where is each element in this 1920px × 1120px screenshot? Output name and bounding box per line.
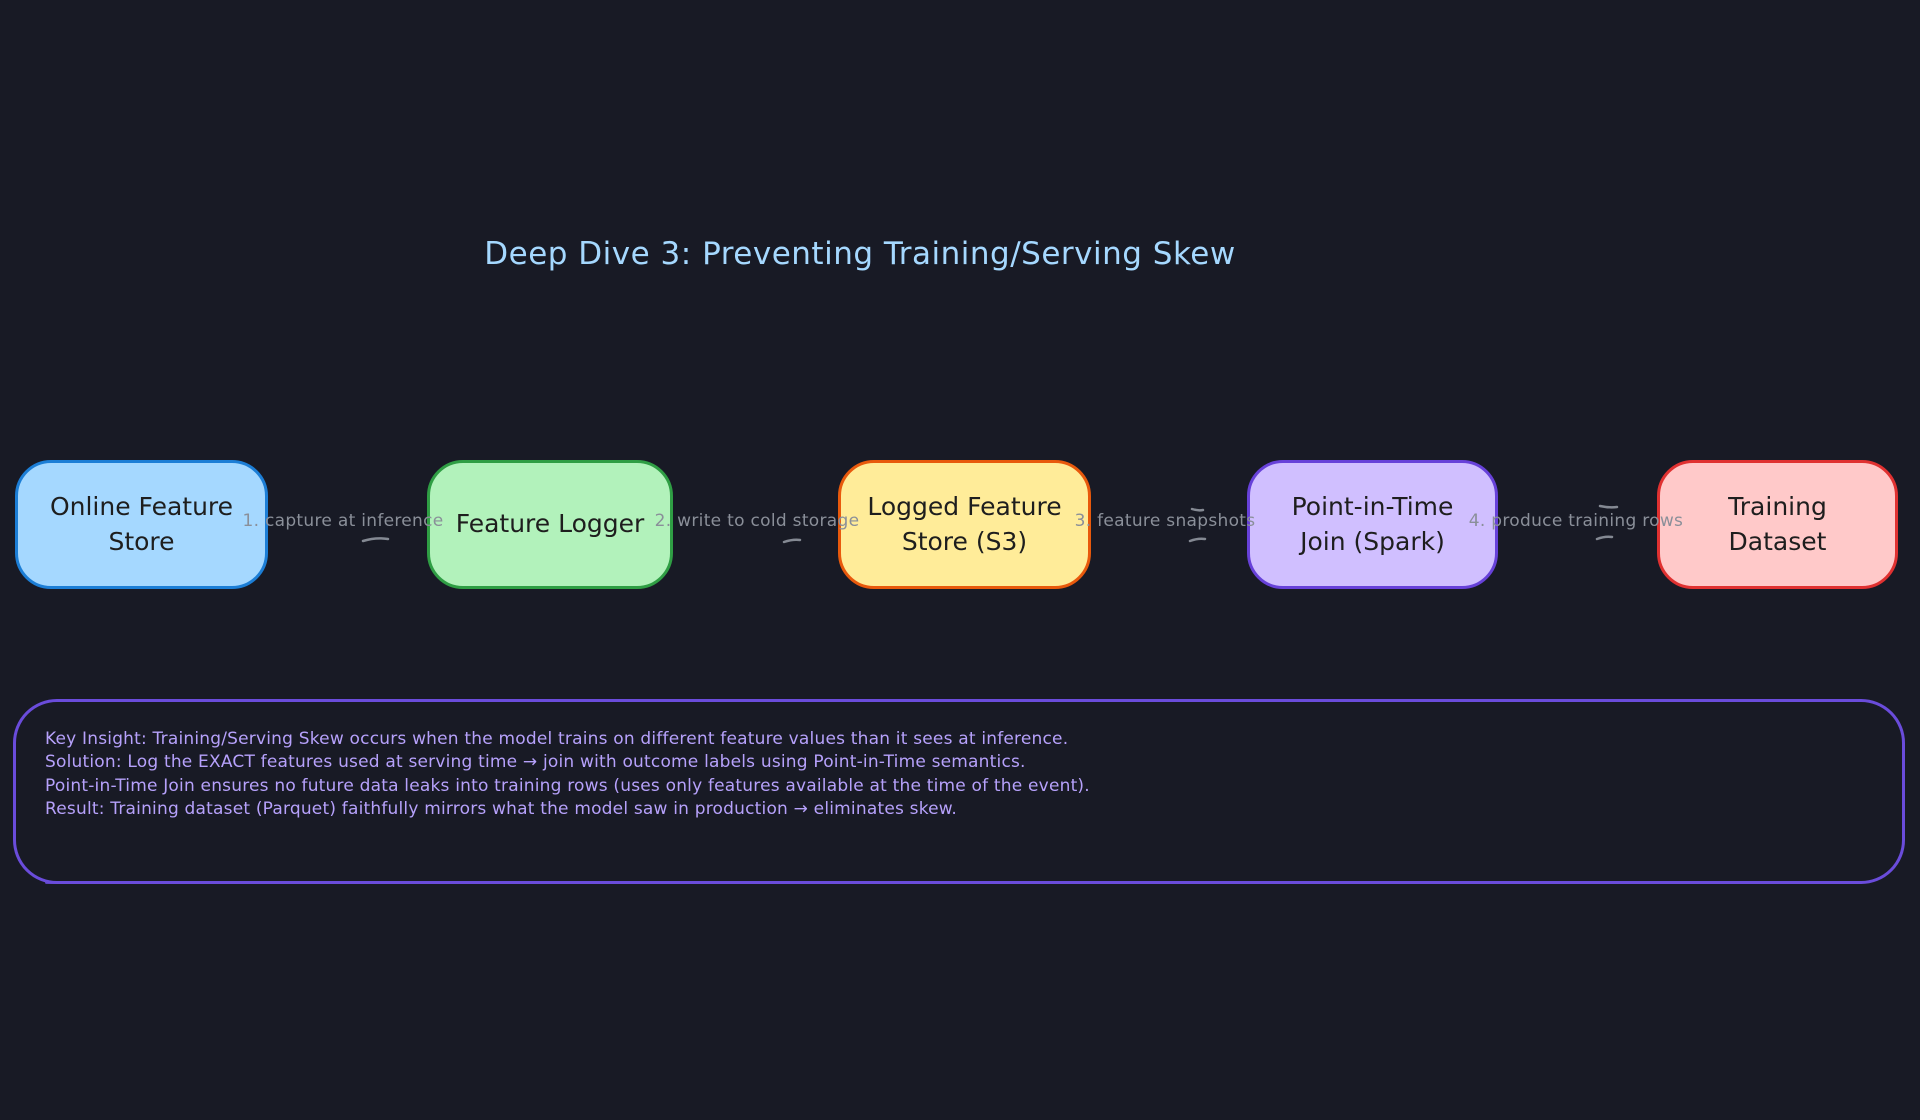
edge-label-produce-training-rows: 4. produce training rows [1468,511,1684,531]
insight-panel[interactable]: Key Insight: Training/Serving Skew occur… [13,699,1905,884]
flow-node-logged-feature-store[interactable]: Logged Feature Store (S3) [838,460,1091,589]
insight-line-key-insight: Key Insight: Training/Serving Skew occur… [45,729,1069,749]
edge-label-write-to-cold-storage: 2. write to cold storage [654,511,860,531]
panel-border-overdraw [45,881,1825,884]
insight-line-point-in-time: Point-in-Time Join ensures no future dat… [45,775,1090,796]
insight-line-solution: Solution: Log the EXACT features used at… [45,752,1026,773]
flow-node-online-feature-store[interactable]: Online Feature Store [15,460,268,589]
flow-node-point-in-time-join[interactable]: Point-in-Time Join (Spark) [1247,460,1498,589]
edge-label-capture-at-inference: 1. capture at inference [242,511,444,531]
flow-node-feature-logger[interactable]: Feature Logger [427,460,673,589]
insight-line-result: Result: Training dataset (Parquet) faith… [45,799,957,820]
diagram-title: Deep Dive 3: Preventing Training/Serving… [484,236,1236,272]
edge-label-feature-snapshots: 3. feature snapshots [1074,511,1256,531]
flow-node-training-dataset[interactable]: Training Dataset [1657,460,1898,589]
